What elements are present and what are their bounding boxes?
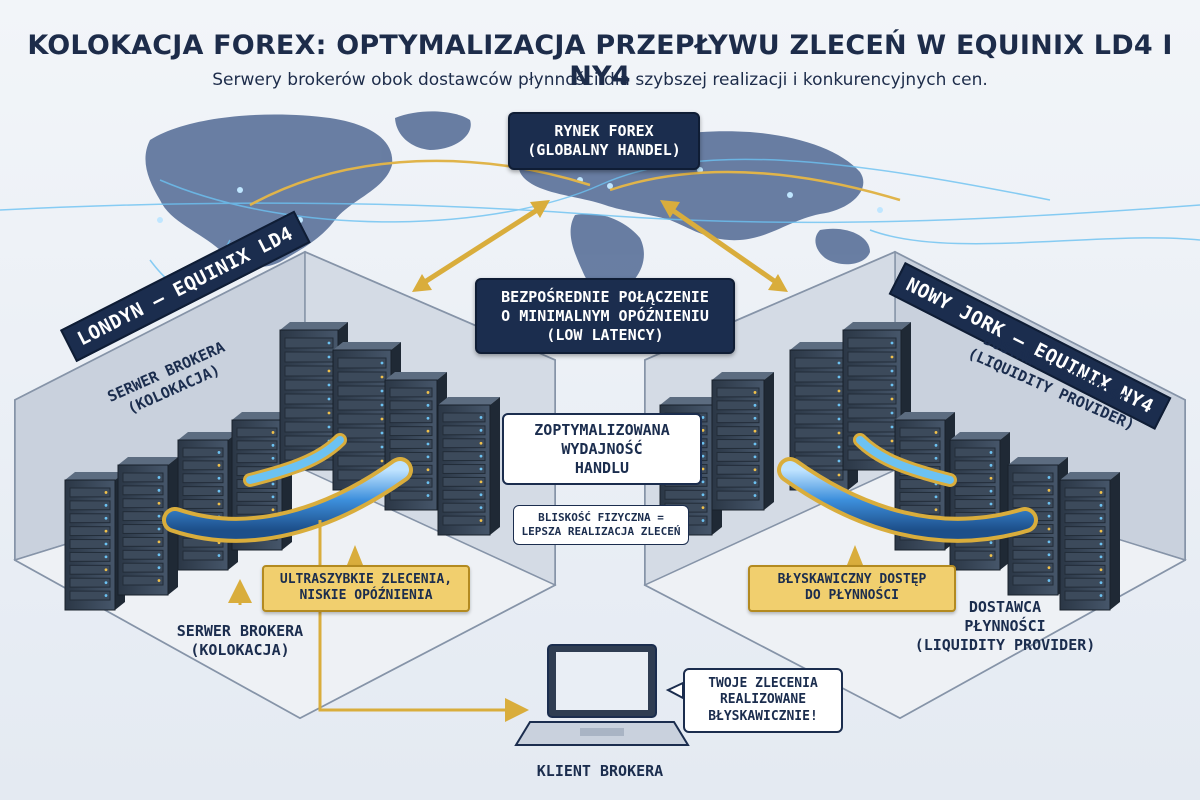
page-subtitle: Serwery brokerów obok dostawców płynnośc… [212, 70, 988, 90]
proximity-label: BLISKOŚĆ FIZYCZNA =LEPSZA REALIZACJA ZLE… [513, 505, 689, 545]
laptop-icon [514, 644, 690, 746]
latency-arrows [418, 202, 782, 288]
server-rack-icon [842, 322, 911, 471]
broker-client-label: KLIENT BROKERA [536, 762, 664, 780]
page-title: KOLOKACJA FOREX: OPTYMALIZACJA PRZEPŁYWU… [27, 30, 1173, 92]
server-rack-icon [949, 432, 1010, 571]
server-rack-icon [437, 397, 500, 536]
ultra-fast-orders-label: ULTRASZYBKIE ZLECENIA,NISKIE OPÓŹNIENIA [262, 565, 470, 612]
server-rack-icon [1059, 472, 1120, 611]
server-rack-icon [711, 372, 774, 511]
broker-server-label: SERWER BROKERA(KOLOKACJA) [176, 622, 304, 659]
trade-routes [249, 159, 901, 207]
server-rack-icon [177, 432, 238, 571]
server-rack-icon [1007, 457, 1068, 596]
server-rack-icon [64, 472, 125, 611]
network-lines [0, 158, 1200, 289]
newyork-data-pipe [777, 433, 1038, 543]
arrow-heads [412, 200, 788, 292]
server-rack-icon [117, 457, 178, 596]
london-data-pipe [162, 433, 413, 543]
forex-market-label: RYNEK FOREX(GLOBALNY HANDEL) [508, 112, 700, 170]
